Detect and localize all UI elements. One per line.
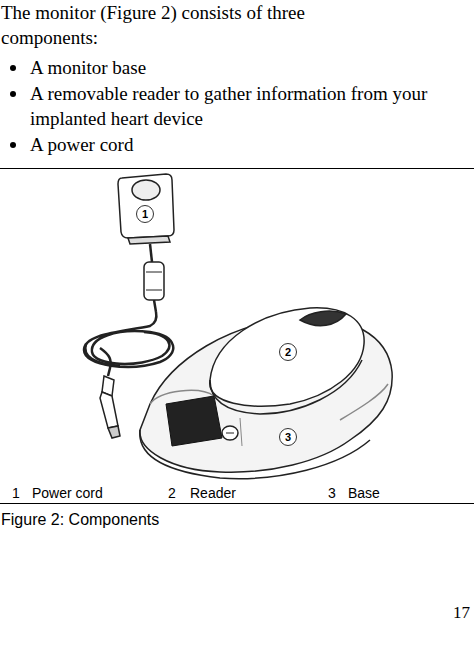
part-name: Power cord — [32, 485, 103, 501]
part-name: Reader — [190, 485, 236, 501]
page-number: 17 — [453, 600, 470, 625]
callout-circle: 2 — [279, 343, 297, 361]
figure-caption: Figure 2: Components — [1, 510, 159, 530]
bullet-dot — [10, 142, 16, 148]
callout-number: 1 — [12, 485, 20, 501]
bullet-dot — [10, 91, 16, 97]
intro-text: The monitor (Figure 2) consists of three… — [1, 0, 373, 50]
callout-number: 2 — [285, 347, 291, 358]
part-name: Base — [348, 485, 380, 501]
callout-number: 1 — [142, 209, 148, 220]
callout-number: 3 — [328, 485, 336, 501]
callout-circle: 1 — [136, 205, 154, 223]
bullet-text: A power cord — [30, 132, 470, 157]
bullet-text: A removable reader to gather information… — [30, 81, 470, 131]
callout-number: 3 — [285, 432, 291, 443]
callout-number: 2 — [168, 485, 176, 501]
bullet-dot — [10, 65, 16, 71]
callout-circle: 3 — [279, 428, 297, 446]
bullet-text: A monitor base — [30, 55, 470, 80]
